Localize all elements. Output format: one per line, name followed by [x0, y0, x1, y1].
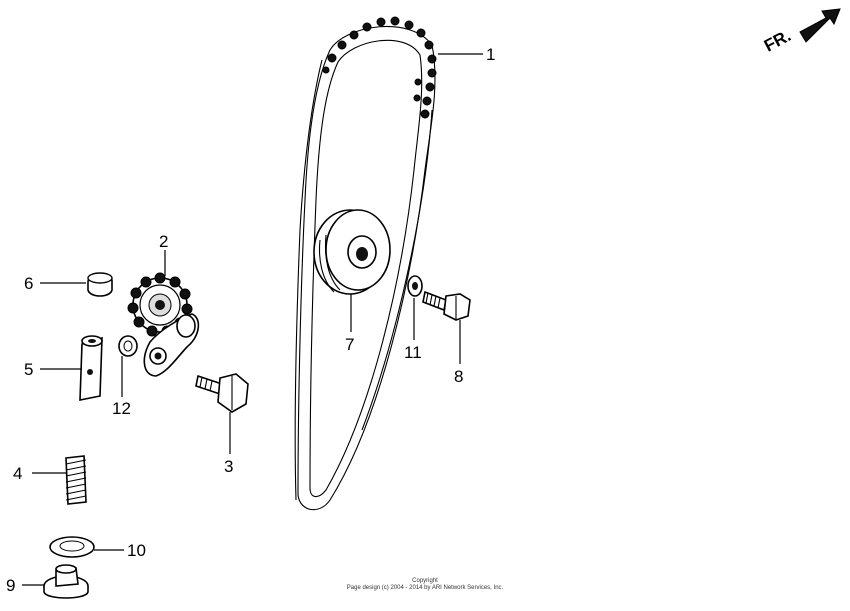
callout-7: 7 — [345, 335, 354, 354]
copyright-line-1: Copyright — [412, 578, 438, 584]
roller-bolt — [422, 290, 471, 321]
tensioner-arm — [143, 313, 200, 377]
callout-4: 4 — [13, 464, 22, 483]
rubber-cap — [87, 272, 113, 297]
leader-lines — [22, 53, 483, 586]
callout-11: 11 — [404, 343, 422, 362]
tensioner-washer — [118, 335, 138, 357]
callout-12: 12 — [112, 399, 131, 418]
callout-3: 3 — [224, 457, 233, 476]
callout-10: 10 — [127, 541, 146, 560]
front-direction-arrow-icon: FR. — [761, 8, 841, 56]
copyright-footer: Copyright Page design (c) 2004 - 2014 by… — [0, 578, 850, 592]
callout-8: 8 — [454, 367, 463, 386]
callout-5: 5 — [24, 360, 33, 379]
tensioner-push-rod — [79, 335, 103, 401]
cam-chain — [294, 16, 437, 511]
callout-9: 9 — [6, 576, 15, 595]
tensioner-spring — [65, 455, 87, 505]
copyright-line-2: Page design (c) 2004 - 2014 by ARI Netwo… — [346, 585, 504, 591]
chain-links-detail — [322, 16, 437, 119]
tensioner-pivot-bolt — [195, 373, 249, 413]
sealing-bolt — [43, 564, 89, 599]
sealing-washer — [49, 536, 95, 558]
callout-6: 6 — [24, 274, 33, 293]
callout-2: 2 — [159, 232, 168, 251]
callout-1: 1 — [486, 45, 495, 64]
roller-washer — [407, 275, 423, 297]
chain-guide-roller — [313, 209, 391, 295]
orientation-label: FR. — [761, 26, 794, 56]
